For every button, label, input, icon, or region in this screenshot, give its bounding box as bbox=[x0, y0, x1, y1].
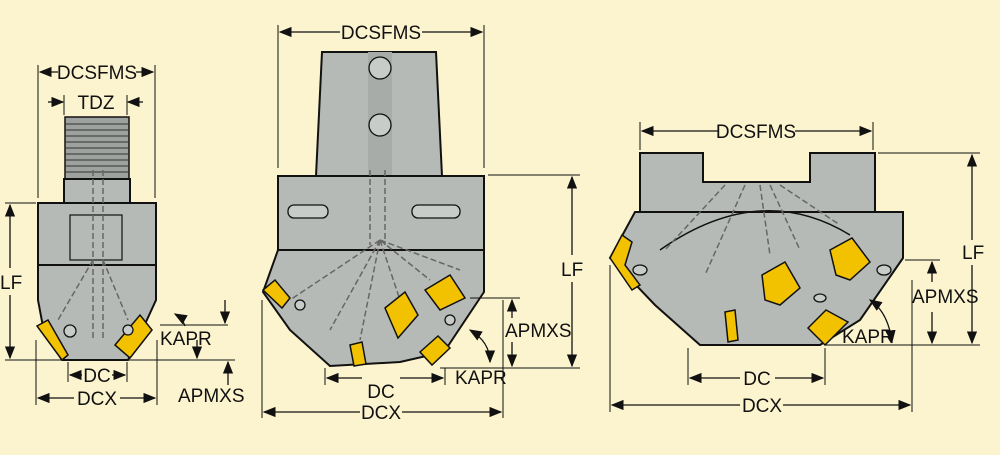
tool2-dcsfms-label: DCSFMS bbox=[341, 23, 421, 44]
tool1-tdz-label: TDZ bbox=[78, 93, 115, 114]
tool1-screw-fit-cutter bbox=[35, 116, 157, 362]
tool3-dcx-label: DCX bbox=[742, 396, 782, 417]
tool3-dc-label: DC bbox=[743, 369, 770, 390]
insert-4 bbox=[349, 341, 367, 367]
insert-1 bbox=[261, 278, 291, 310]
tool2-dc-label: DC bbox=[367, 382, 394, 403]
tool3-dcsfms-label: DCSFMS bbox=[716, 122, 796, 143]
tool1-dc-label: DC bbox=[83, 366, 110, 387]
tool1-kapr-label: KAPR bbox=[160, 329, 212, 350]
tool3-lf-label: LF bbox=[962, 243, 984, 264]
tool2-dcx-label: DCX bbox=[361, 403, 401, 424]
tool3-apmxs-label: APMXS bbox=[912, 287, 979, 308]
insert-5 bbox=[418, 334, 452, 367]
upper-body bbox=[37, 202, 157, 266]
tool1-apmxs-label: APMXS bbox=[178, 386, 245, 407]
tool1-dcx-label: DCX bbox=[77, 389, 117, 410]
insert-4 bbox=[724, 309, 739, 343]
cutter-head bbox=[261, 249, 485, 368]
arbor-mount bbox=[639, 152, 876, 213]
tool2-lf-label: LF bbox=[561, 260, 583, 281]
tool2-apmxs-label: APMXS bbox=[505, 321, 572, 342]
tool1-lf-label: LF bbox=[0, 273, 22, 294]
tool3-face-mill bbox=[608, 152, 904, 347]
insert-3 bbox=[829, 237, 872, 281]
tool2-kapr-label: KAPR bbox=[455, 368, 507, 389]
insert-5 bbox=[806, 309, 850, 347]
tool2-dimensions: DCSFMS LF APMXS KAPR DC DCX bbox=[261, 23, 583, 424]
tool1-dimensions: DCSFMS TDZ LF KAPR APMXS DC DCX bbox=[0, 63, 245, 410]
cutter-head bbox=[608, 211, 904, 346]
neck bbox=[63, 178, 131, 205]
insert-left bbox=[35, 318, 69, 362]
insert-3 bbox=[423, 273, 467, 311]
insert-right bbox=[113, 313, 153, 360]
tool3-dimensions: DCSFMS LF APMXS KAPR DC DCX bbox=[609, 122, 984, 417]
insert-2 bbox=[384, 290, 419, 340]
tool3-kapr-label: KAPR bbox=[842, 327, 894, 348]
tool1-dcsfms-label: DCSFMS bbox=[57, 63, 137, 84]
tool2-shank-cutter bbox=[261, 51, 485, 368]
insert-1 bbox=[609, 233, 642, 292]
insert-2 bbox=[761, 260, 801, 306]
